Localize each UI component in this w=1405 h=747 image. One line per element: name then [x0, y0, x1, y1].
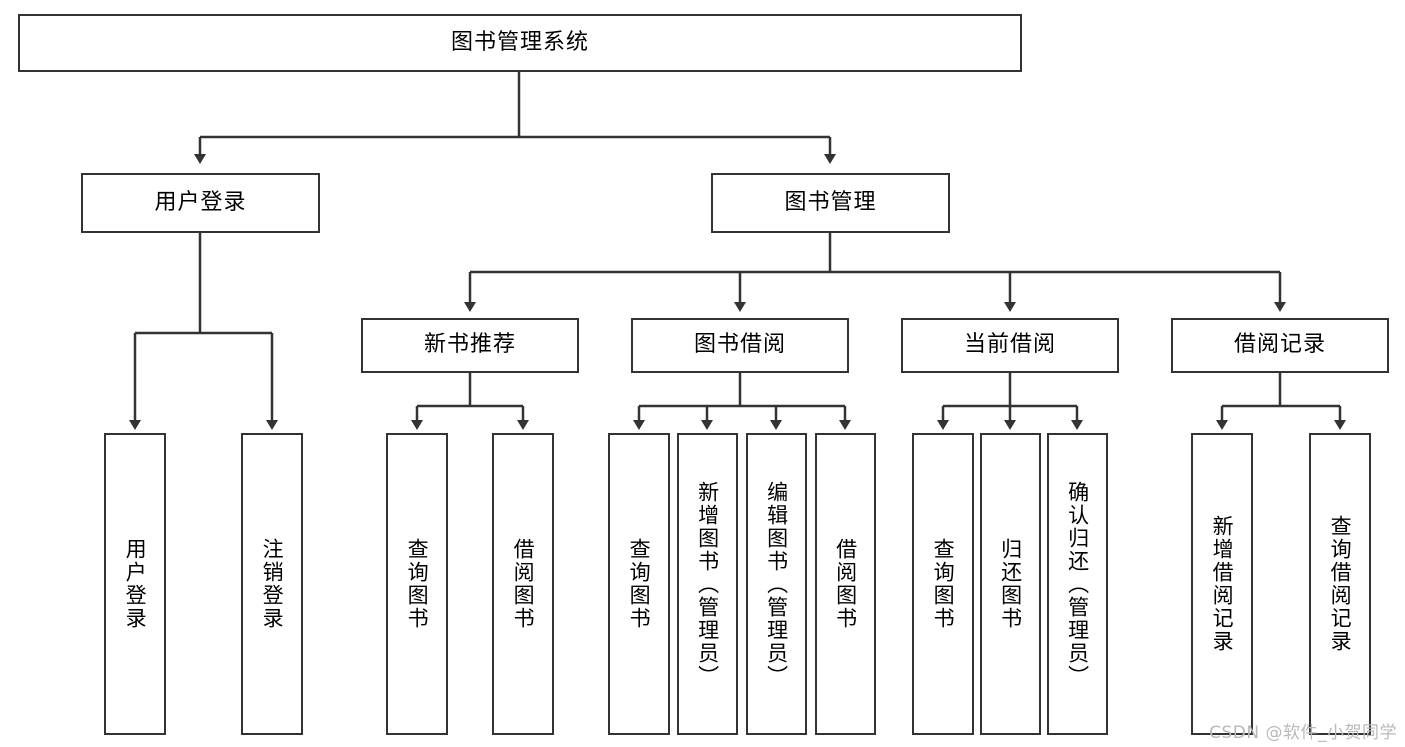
node-leaf-query-book-1-label: 查询图书 [405, 538, 430, 630]
node-user-login[interactable]: 用户登录 [81, 173, 320, 233]
node-new-book-rec-label: 新书推荐 [423, 332, 516, 358]
node-leaf-borrow-book-1[interactable]: 借阅图书 [492, 433, 554, 735]
node-leaf-add-record-label: 新增借阅记录 [1210, 515, 1235, 653]
csdn-watermark: CSDN @软件_小贺同学 [1209, 723, 1397, 743]
node-leaf-borrow-book-2-label: 借阅图书 [833, 538, 858, 630]
node-borrow-record[interactable]: 借阅记录 [1171, 318, 1389, 373]
node-leaf-confirm-return[interactable]: 确认归还（管理员） [1047, 433, 1108, 735]
node-book-borrow-label: 图书借阅 [693, 332, 786, 358]
node-leaf-logout[interactable]: 注销登录 [241, 433, 303, 735]
node-user-login-label: 用户登录 [154, 189, 247, 215]
node-leaf-add-book[interactable]: 新增图书（管理员） [677, 433, 738, 735]
node-root-label: 图书管理系统 [450, 29, 589, 55]
node-leaf-query-book-1[interactable]: 查询图书 [386, 433, 448, 735]
node-leaf-query-book-2-label: 查询图书 [627, 538, 652, 630]
node-leaf-add-record[interactable]: 新增借阅记录 [1191, 433, 1253, 735]
node-leaf-query-record-label: 查询借阅记录 [1328, 515, 1353, 653]
node-borrow-record-label: 借阅记录 [1233, 332, 1326, 358]
node-leaf-add-book-label: 新增图书（管理员） [695, 480, 720, 688]
node-new-book-rec[interactable]: 新书推荐 [361, 318, 579, 373]
node-leaf-query-book-3-label: 查询图书 [931, 538, 956, 630]
node-book-borrow[interactable]: 图书借阅 [631, 318, 849, 373]
node-leaf-borrow-book-1-label: 借阅图书 [511, 538, 536, 630]
node-leaf-return-book[interactable]: 归还图书 [980, 433, 1041, 735]
node-leaf-logout-label: 注销登录 [260, 538, 285, 630]
node-leaf-query-book-3[interactable]: 查询图书 [912, 433, 974, 735]
node-root[interactable]: 图书管理系统 [18, 14, 1022, 72]
node-leaf-borrow-book-2[interactable]: 借阅图书 [815, 433, 876, 735]
node-leaf-edit-book-label: 编辑图书（管理员） [764, 480, 789, 688]
node-leaf-edit-book[interactable]: 编辑图书（管理员） [746, 433, 807, 735]
node-leaf-query-record[interactable]: 查询借阅记录 [1309, 433, 1371, 735]
node-leaf-return-book-label: 归还图书 [998, 538, 1023, 630]
node-leaf-query-book-2[interactable]: 查询图书 [608, 433, 670, 735]
node-book-manage-label: 图书管理 [784, 189, 877, 215]
node-leaf-confirm-return-label: 确认归还（管理员） [1065, 480, 1090, 688]
node-current-borrow[interactable]: 当前借阅 [901, 318, 1119, 373]
node-book-manage[interactable]: 图书管理 [711, 173, 950, 233]
node-leaf-user-login[interactable]: 用户登录 [104, 433, 166, 735]
node-leaf-user-login-label: 用户登录 [123, 538, 148, 630]
node-current-borrow-label: 当前借阅 [963, 332, 1056, 358]
